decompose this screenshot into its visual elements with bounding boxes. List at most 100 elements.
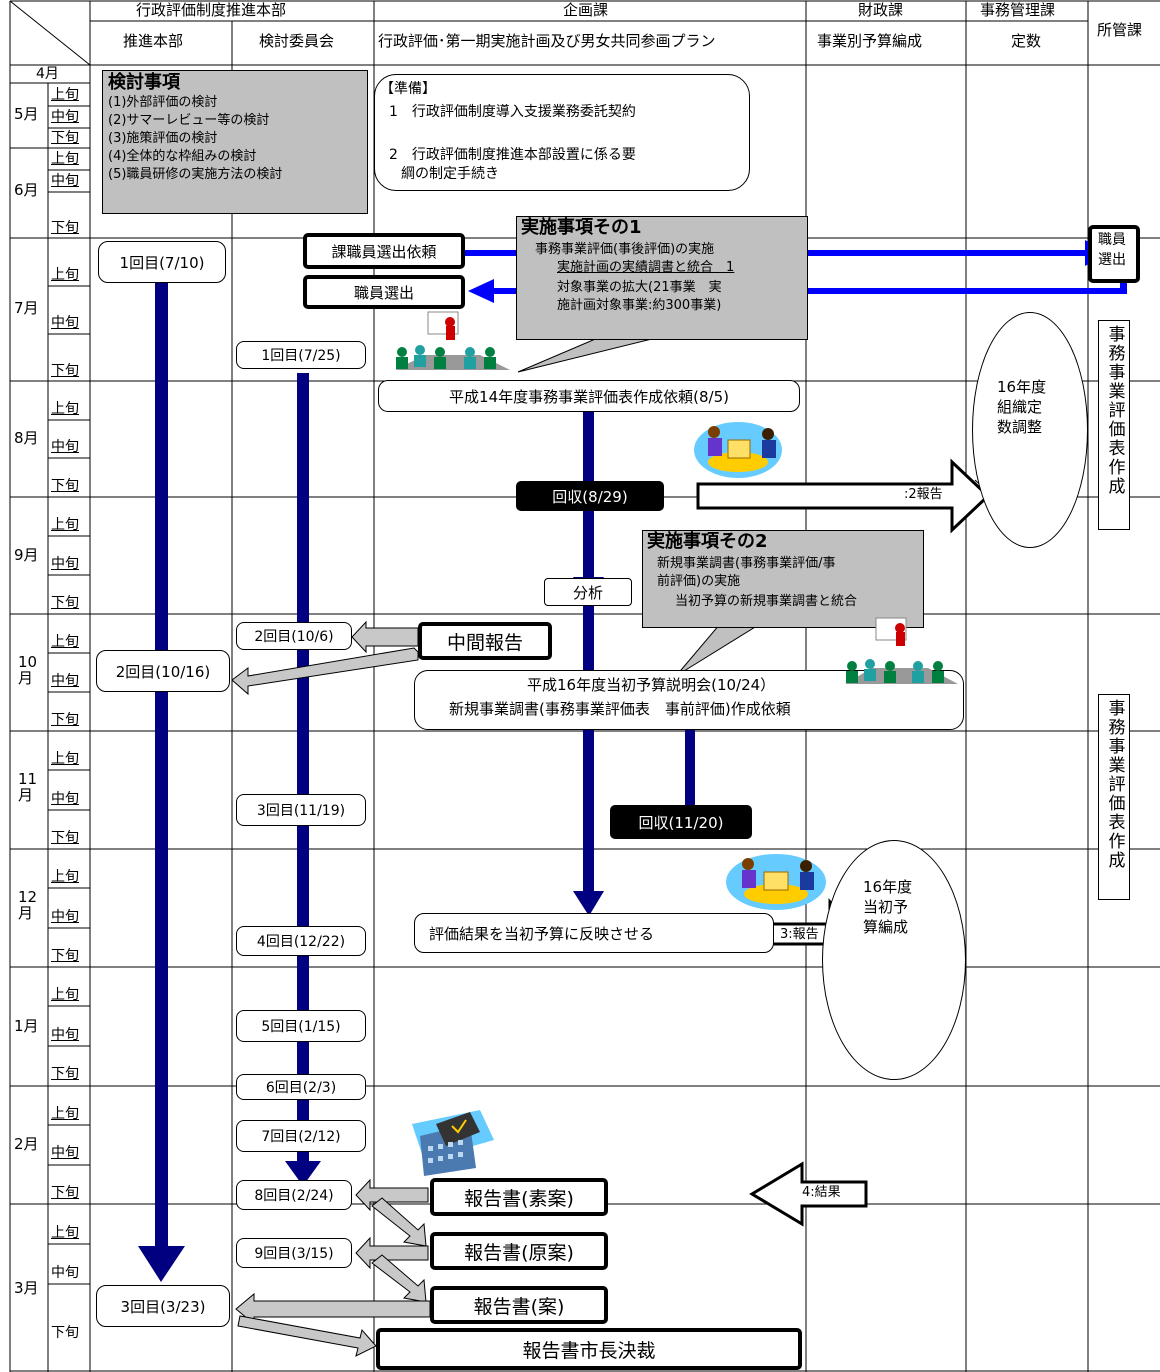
- period-label: 中旬: [51, 439, 79, 455]
- period-label: 中旬: [51, 109, 79, 125]
- jisshi1-line: 実施計画の実績調書と統合 1: [557, 261, 734, 276]
- jisshi1-callout: 実施事項その1 事務事業評価(事後評価)の実施 実施計画の実績調書と統合 1 対…: [516, 216, 808, 340]
- kento-jikou-item: (2)サマーレビュー等の検討: [108, 114, 269, 129]
- header-group-jimu: 事務管理課: [980, 2, 1055, 19]
- shokuin-sensyutsu-right-box: 職員 選出: [1088, 225, 1140, 283]
- yosan-oval: 16年度 当初予 算編成: [822, 840, 966, 1080]
- period-label: 上旬: [51, 267, 79, 283]
- kento-meeting-4: 4回目(12/22): [236, 926, 366, 956]
- jisshi2-title: 実施事項その2: [647, 532, 768, 553]
- month-label: 4月: [36, 66, 59, 82]
- period-label: 上旬: [51, 87, 79, 103]
- header-shokan: 所管課: [1097, 22, 1142, 39]
- yosan-line: 当初予: [863, 899, 908, 916]
- kento-jikou-box: 検討事項 (1)外部評価の検討 (2)サマーレビュー等の検討 (3)施策評価の検…: [102, 70, 368, 214]
- period-label: 上旬: [51, 869, 79, 885]
- period-label: 中旬: [51, 1027, 79, 1043]
- period-label: 下旬: [51, 130, 79, 146]
- header-sub-zaisei: 事業別予算編成: [817, 33, 922, 50]
- jisshi2-line: 当初予算の新規事業調書と統合: [675, 595, 857, 610]
- kento-jikou-item: (4)全体的な枠組みの検討: [108, 150, 256, 165]
- period-label: 下旬: [51, 830, 79, 846]
- kento-meeting-2: 2回目(10/6): [236, 622, 352, 650]
- report-an-box: 報告書(案): [430, 1286, 608, 1324]
- period-label: 下旬: [51, 1066, 79, 1082]
- report3-label: 3:報告: [780, 928, 819, 943]
- shokan-vertical-label: 事務事業評価表作成: [1098, 694, 1130, 900]
- kento-meeting-8: 8回目(2/24): [236, 1180, 352, 1210]
- jisshi2-line: 新規事業調書(事務事業評価/事: [657, 557, 835, 572]
- junbi-item: 綱の制定手続き: [401, 166, 499, 182]
- yosan-line: 16年度: [863, 879, 912, 896]
- teisu-line: 16年度: [997, 379, 1046, 396]
- jisshi2-callout: 実施事項その2 新規事業調書(事務事業評価/事 前評価)の実施 当初予算の新規事…: [642, 530, 924, 628]
- month-label: 7月: [14, 300, 39, 317]
- report-soan-box: 報告書(素案): [430, 1178, 608, 1216]
- jisshi1-line: 対象事業の拡大(21事業 実: [557, 281, 722, 296]
- teisu-oval: 16年度 組織定 数調整: [972, 312, 1088, 548]
- shokuin-sensyutsu-right-label: 選出: [1098, 252, 1126, 268]
- ka-shokuin-irai-box: 課職員選出依頼: [303, 233, 465, 269]
- month-label: 2月: [14, 1136, 39, 1153]
- header-sub-kento: 検討委員会: [259, 33, 334, 50]
- teisu-line: 組織定: [997, 399, 1042, 416]
- period-label: 上旬: [51, 151, 79, 167]
- result4-label: 4:結果: [802, 1186, 841, 1201]
- period-label: 下旬: [51, 948, 79, 964]
- period-label: 下旬: [51, 1325, 79, 1341]
- month-label: 8月: [14, 430, 39, 447]
- period-label: 中旬: [51, 1265, 79, 1281]
- chukan-hokoku-box: 中間報告: [418, 622, 552, 660]
- junbi-item: 1 行政評価制度導入支援業務委託契約: [389, 104, 636, 120]
- month-label: 9月: [14, 547, 39, 564]
- report2-label: :2報告: [904, 488, 943, 503]
- junbi-title: 【準備】: [380, 81, 436, 97]
- yosan-line: 算編成: [863, 919, 908, 936]
- period-label: 上旬: [51, 517, 79, 533]
- report-genan-box: 報告書(原案): [430, 1232, 608, 1270]
- period-label: 下旬: [51, 1185, 79, 1201]
- honbu-meeting-2: 2回目(10/16): [96, 650, 230, 692]
- period-label: 下旬: [51, 220, 79, 236]
- period-label: 中旬: [51, 315, 79, 331]
- jisshi1-title: 実施事項その1: [521, 218, 642, 239]
- header-sub-jimu: 定数: [1011, 33, 1041, 50]
- kento-meeting-9: 9回目(3/15): [236, 1238, 352, 1268]
- kento-meeting-6: 6回目(2/3): [236, 1074, 366, 1100]
- period-label: 下旬: [51, 478, 79, 494]
- shokuin-sensyutsu-right-label: 職員: [1098, 232, 1126, 248]
- month-label: 5月: [14, 106, 39, 123]
- kento-jikou-item: (1)外部評価の検討: [108, 96, 217, 111]
- period-label: 中旬: [51, 1145, 79, 1161]
- header-group-gyosei: 行政評価制度推進本部: [136, 2, 286, 19]
- month-label: 11月: [18, 772, 40, 804]
- period-label: 上旬: [51, 987, 79, 1003]
- period-label: 中旬: [51, 791, 79, 807]
- period-label: 中旬: [51, 173, 79, 189]
- period-label: 上旬: [51, 1106, 79, 1122]
- month-label: 10月: [18, 655, 40, 687]
- period-label: 下旬: [51, 712, 79, 728]
- period-label: 中旬: [51, 556, 79, 572]
- header-sub-honbu: 推進本部: [123, 33, 183, 50]
- shokan-vertical-label: 事務事業評価表作成: [1098, 320, 1130, 530]
- teisu-line: 数調整: [997, 419, 1042, 436]
- header-sub-kikaku: 行政評価･第一期実施計画及び男女共同参画プラン: [378, 33, 716, 50]
- jisshi1-line: 事務事業評価(事後評価)の実施: [535, 243, 714, 258]
- kento-meeting-1: 1回目(7/25): [236, 341, 366, 369]
- report-kessai-box: 報告書市長決裁: [376, 1328, 802, 1370]
- shokuin-sensyutsu-box: 職員選出: [303, 275, 465, 309]
- period-label: 中旬: [51, 673, 79, 689]
- setsumeikai-line: 新規事業調書(事務事業評価表 事前評価)作成依頼: [449, 701, 791, 718]
- kento-jikou-title: 検討事項: [108, 73, 180, 94]
- period-label: 上旬: [51, 1225, 79, 1241]
- honbu-meeting-3: 3回目(3/23): [96, 1285, 230, 1327]
- month-label: 3月: [14, 1280, 39, 1297]
- period-label: 上旬: [51, 751, 79, 767]
- bunseki-box: 分析: [544, 578, 632, 606]
- month-label: 12月: [18, 890, 40, 922]
- junbi-box: 【準備】 1 行政評価制度導入支援業務委託契約 2 行政評価制度推進本部設置に係…: [374, 74, 750, 191]
- month-label: 1月: [14, 1018, 39, 1035]
- setsumeikai-line: 平成16年度当初予算説明会(10/24）: [527, 677, 775, 694]
- kento-jikou-item: (3)施策評価の検討: [108, 132, 217, 147]
